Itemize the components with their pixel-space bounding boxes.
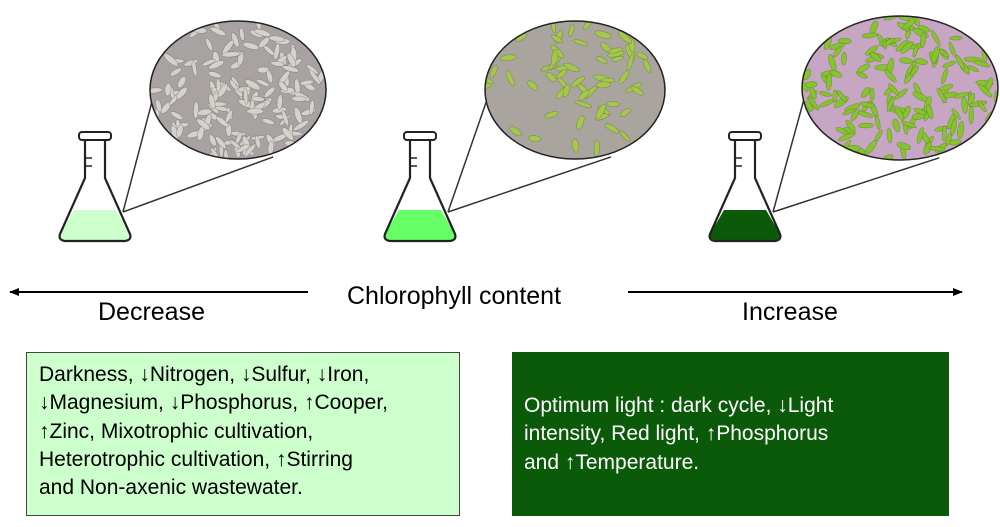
erlenmeyer-flask-icon (383, 140, 457, 243)
decrease-factor-line: Heterotrophic cultivation, ↑Stirring (39, 448, 353, 472)
increase-factor-line: intensity, Red light, ↑Phosphorus (524, 422, 829, 446)
algae-cells (150, 21, 326, 159)
micrograph-circle (802, 16, 998, 160)
flask-liquid (59, 210, 131, 240)
increase-label: Increase (742, 298, 838, 326)
flask-liquid (709, 210, 781, 240)
chlorophyll-content-title: Chlorophyll content (347, 282, 562, 310)
decrease-factor-line: ↓Magnesium, ↓Phosphorus, ↑Cooper, (39, 391, 389, 415)
erlenmeyer-flask-icon (708, 140, 782, 243)
increase-factors-box: Optimum light : dark cycle, ↓Light inten… (512, 352, 949, 516)
erlenmeyer-flask-icon (58, 140, 132, 243)
decrease-label: Decrease (98, 298, 205, 326)
algae-cells (485, 21, 652, 157)
decrease-factors-box: Darkness, ↓Nitrogen, ↓Sulfur, ↓Iron, ↓Ma… (26, 352, 460, 516)
decrease-factor-line: and Non-axenic wastewater. (39, 476, 303, 500)
decrease-factor-line: Darkness, ↓Nitrogen, ↓Sulfur, ↓Iron, (39, 363, 370, 386)
increase-factor-line: Optimum light : dark cycle, ↓Light (524, 394, 834, 417)
flask-panel-low (58, 20, 327, 243)
flask-panel-high (708, 15, 999, 243)
flask-liquid (384, 210, 456, 240)
flask-panel-medium (383, 20, 666, 243)
increase-factor-line: and ↑Temperature. (524, 450, 700, 474)
decrease-factor-line: ↑Zinc, Mixotrophic cultivation, (39, 419, 314, 443)
